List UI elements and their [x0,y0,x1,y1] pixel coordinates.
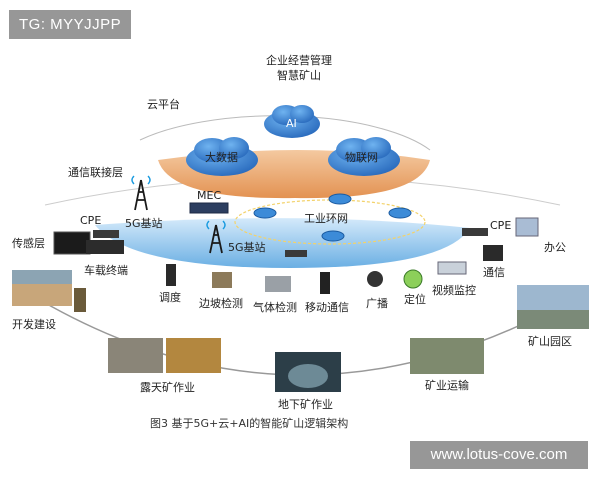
cpe-device-icon [462,228,488,236]
gas-detector-icon [265,276,291,292]
watermark-tag: TG: MYYJJPP [9,10,132,39]
router-icon [285,250,307,257]
underground-label: 地下矿作业 [278,398,333,411]
iot-label: 物联网 [345,151,378,164]
big-data-label: 大数据 [205,151,238,164]
computer-icon [515,217,539,237]
drill-rig-image [74,288,86,312]
open-pit-image-1 [108,338,163,373]
vehicle-terminal-icon [86,240,124,254]
speaker-icon [367,271,383,287]
positioning-label: 定位 [404,293,426,306]
mec-switch-icon [189,202,229,214]
broadcast-label: 广播 [366,297,388,310]
vehicle-terminal-label: 车载终端 [84,264,128,277]
camera-icon [437,261,467,275]
tower-icon [131,175,151,211]
gas-detect-label: 气体检测 [253,301,297,314]
network-band [95,218,470,268]
cloud-iot [328,137,400,176]
router-node-icon [253,207,277,219]
radio-icon [166,264,176,286]
mobile-comm-label: 移动通信 [305,301,349,314]
transport-label: 矿业运输 [425,379,469,392]
cpe-device-icon [93,230,119,238]
cpe-label-right: CPE [490,219,512,232]
watermark-site: www.lotus-cove.com [410,441,588,469]
cloud-ai [264,105,320,138]
comm-label: 通信 [483,266,505,279]
sensing-layer-label: 传感层 [12,237,45,250]
cloud-bigdata [186,137,258,176]
mine-park-label: 矿山园区 [528,335,572,348]
control-screen-icon [53,231,91,255]
slope-sensor-icon [212,272,232,288]
office-label: 办公 [544,241,566,254]
industrial-ring-label: 工业环网 [304,212,348,225]
station-label-left: 5G基站 [125,217,163,230]
transport-train-image [410,338,484,374]
smart-mine-label: 智慧矿山 [277,69,321,82]
cpe-label-left: CPE [80,214,102,227]
dispatch-label: 调度 [159,291,181,304]
open-pit-label: 露天矿作业 [140,381,195,394]
cloud-platform-label: 云平台 [147,98,180,111]
router-node-icon [321,230,345,242]
telephone-icon [483,245,503,261]
open-pit-image-2 [166,338,221,373]
slope-monitor-label: 边坡检测 [199,297,243,310]
location-icon [403,269,423,289]
development-scene-image [12,270,72,284]
ai-label: AI [286,117,297,130]
router-node-icon [328,193,352,205]
station-label-center: 5G基站 [228,241,266,254]
mobile-phone-icon [320,272,330,294]
figure-caption: 图3 基于5G+云+AI的智能矿山逻辑架构 [150,417,349,430]
router-node-icon [388,207,412,219]
mec-label: MEC [197,189,222,202]
comm-layer-label: 通信联接层 [68,166,123,179]
development-label: 开发建设 [12,318,56,331]
management-label: 企业经营管理 [266,54,332,67]
video-monitor-label: 视频监控 [432,284,476,297]
tower-icon [206,220,226,254]
